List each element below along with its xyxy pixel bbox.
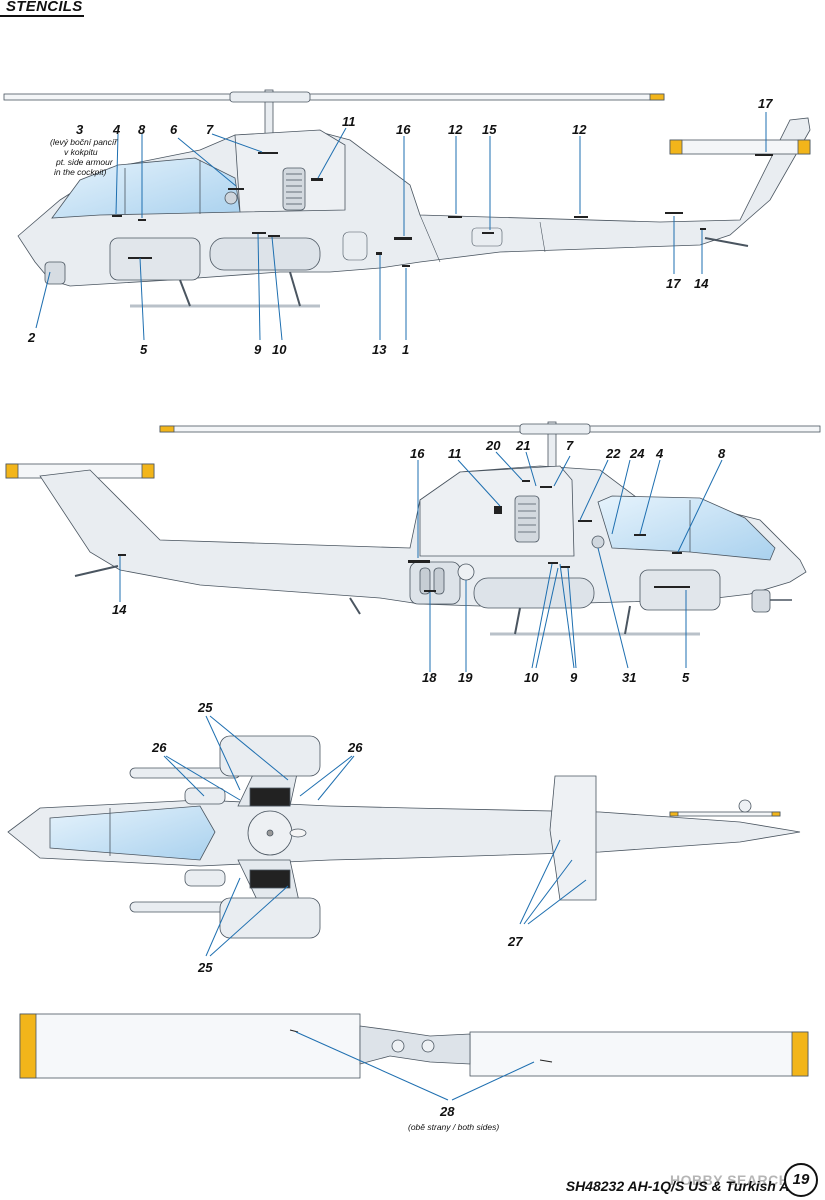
armour-note-line-4: in the cockpit) xyxy=(54,167,107,177)
callout-8: 8 xyxy=(138,122,146,137)
callout-31: 31 xyxy=(622,670,636,685)
engine-intake-grille xyxy=(282,167,306,211)
callout-7-left: 7 xyxy=(566,438,574,453)
callout-19: 19 xyxy=(458,670,473,685)
canopy-left xyxy=(597,495,776,561)
callout-10-left: 10 xyxy=(524,670,539,685)
callout-5-left: 5 xyxy=(682,670,690,685)
leader-lines-rotor xyxy=(295,1031,535,1101)
page-title: STENCILS xyxy=(6,0,83,15)
armour-note-line-2: v kokpitu xyxy=(64,147,98,157)
armour-note-line-3: pt. side armour xyxy=(55,157,114,167)
rotor-head xyxy=(359,1025,471,1065)
side-view-left xyxy=(5,421,821,636)
leader-lines-left xyxy=(119,451,723,672)
callout-25-upper: 25 xyxy=(197,700,213,715)
callout-3: 3 xyxy=(76,122,84,137)
callout-13: 13 xyxy=(372,342,387,357)
top-view xyxy=(7,735,801,939)
tail-rotor-blade xyxy=(669,139,811,155)
rotor-blade-left xyxy=(19,1013,361,1079)
callout-25-lower: 25 xyxy=(197,960,213,975)
title-underline xyxy=(0,15,84,17)
callout-18: 18 xyxy=(422,670,437,685)
page-number: 19 xyxy=(784,1163,818,1197)
callout-17b: 17 xyxy=(666,276,681,291)
callouts-right: 3 4 8 6 7 11 16 12 15 12 17 17 14 2 5 9 … xyxy=(27,96,773,357)
callout-11: 11 xyxy=(342,114,356,129)
callout-9: 9 xyxy=(254,342,262,357)
callout-7: 7 xyxy=(206,122,214,137)
weapon-pod xyxy=(209,237,321,271)
side-view-right xyxy=(3,89,811,308)
callouts-left: 16 11 20 21 7 22 24 4 8 14 18 19 10 9 31… xyxy=(112,438,726,685)
callout-12b: 12 xyxy=(572,122,587,137)
main-rotor-blade-left xyxy=(159,425,821,433)
kit-title-footer: SH48232 AH-1Q/S US & Turkish Army xyxy=(565,1178,815,1194)
callout-15: 15 xyxy=(482,122,497,137)
callouts-top: 25 26 26 25 27 xyxy=(151,700,523,975)
stub-wing-pod xyxy=(109,237,201,281)
pod-lower-right xyxy=(219,897,321,939)
rotor-blade-right xyxy=(469,1031,809,1077)
canopy xyxy=(51,157,241,219)
callout-26-right: 26 xyxy=(347,740,363,755)
main-rotor-blade xyxy=(3,93,665,101)
leader-lines-top xyxy=(163,715,587,957)
leader-lines-right xyxy=(35,112,767,341)
callout-14: 14 xyxy=(694,276,709,291)
watermark: HOBBY SEARCH xyxy=(670,1172,790,1188)
callout-28: 28 xyxy=(439,1104,455,1119)
nose-turret xyxy=(44,261,66,285)
callout-9-left: 9 xyxy=(570,670,578,685)
callout-8-left: 8 xyxy=(718,446,726,461)
callout-16-left: 16 xyxy=(410,446,425,461)
callout-17a: 17 xyxy=(758,96,773,111)
pod-upper-right xyxy=(219,735,321,777)
stencil-marks-left xyxy=(118,480,690,592)
callout-22: 22 xyxy=(605,446,621,461)
rotor-blade-view xyxy=(19,1013,809,1079)
callout-2: 2 xyxy=(27,330,36,345)
callout-11-left: 11 xyxy=(448,446,462,461)
callout-14-left: 14 xyxy=(112,602,127,617)
weapon-pod-left xyxy=(473,577,595,609)
callout-20: 20 xyxy=(485,438,501,453)
callout-1: 1 xyxy=(402,342,409,357)
callouts-rotor: 28 (obě strany / both sides) xyxy=(408,1104,499,1132)
callout-12a: 12 xyxy=(448,122,463,137)
nose-turret-left xyxy=(751,589,771,613)
callout-5: 5 xyxy=(140,342,148,357)
canopy-top xyxy=(49,805,216,861)
callout-6: 6 xyxy=(170,122,178,137)
rotor-tip-yellow xyxy=(649,93,665,101)
horizontal-stabilizer xyxy=(549,775,597,901)
callout-21: 21 xyxy=(515,438,530,453)
callout-10: 10 xyxy=(272,342,287,357)
callout-27: 27 xyxy=(507,934,523,949)
callout-26-left: 26 xyxy=(151,740,167,755)
callout-4-left: 4 xyxy=(655,446,664,461)
callout-24: 24 xyxy=(629,446,645,461)
both-sides-note: (obě strany / both sides) xyxy=(408,1122,499,1132)
callout-16: 16 xyxy=(396,122,411,137)
page-header: STENCILS xyxy=(0,0,110,18)
rotor-hub xyxy=(229,91,311,103)
callout-4: 4 xyxy=(112,122,121,137)
armour-note-line-1: (levý boční pancíř xyxy=(50,137,118,147)
